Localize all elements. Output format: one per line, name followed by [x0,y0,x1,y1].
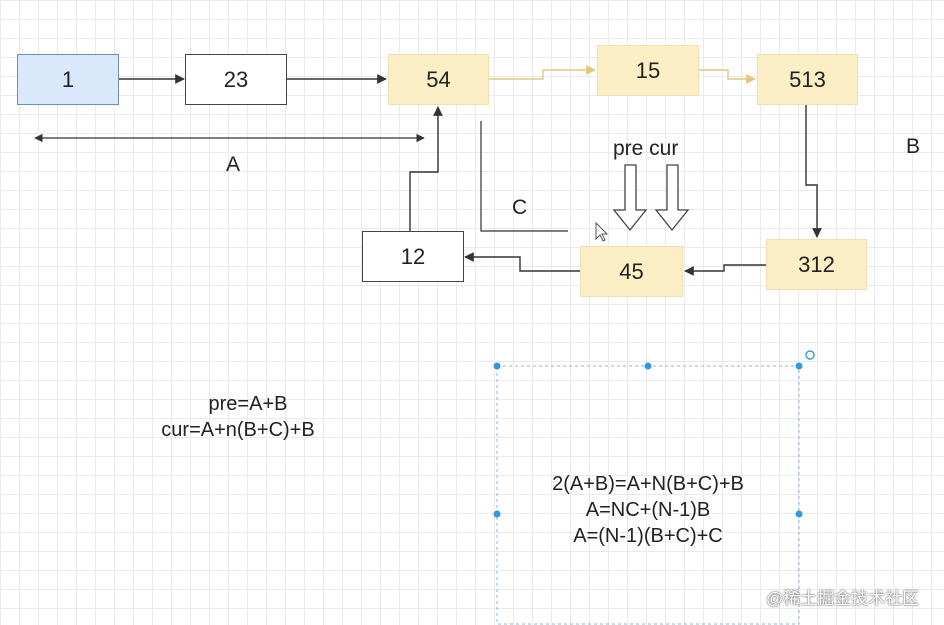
distance-c-line [480,121,568,232]
distance-c-label: C [512,196,528,219]
pre-cur-label: pre cur [613,137,679,160]
edge-54-15 [489,65,596,80]
edge-513-312 [805,103,822,238]
node-513[interactable]: 513 [757,54,858,105]
node-15[interactable]: 15 [597,45,699,96]
formula-line: 2(A+B)=A+N(B+C)+B [552,473,744,495]
formula-left-block: pre=A+B cur=A+n(B+C)+B [138,391,338,443]
formula-line: cur=A+n(B+C)+B [161,419,315,441]
node-23[interactable]: 23 [185,54,287,105]
mouse-cursor-icon [595,221,609,242]
edge-15-513 [699,69,756,84]
resize-handle-top-left[interactable] [493,362,501,370]
resize-handle-middle-left[interactable] [493,510,501,518]
rotate-handle-icon[interactable] [805,350,815,360]
node-45[interactable]: 45 [580,246,683,297]
pre-pointer-icon [612,164,648,232]
formula-line: A=(N-1)(B+C)+C [573,525,723,547]
node-1[interactable]: 1 [17,54,119,105]
edge-312-45 [684,264,766,276]
formula-line: pre=A+B [208,393,288,415]
edge-45-12 [464,252,580,272]
edge-12-54 [409,106,443,231]
watermark: @稀土掘金技术社区 [766,589,920,608]
node-312[interactable]: 312 [766,239,867,290]
cur-pointer-icon [654,164,690,232]
node-54[interactable]: 54 [388,54,489,105]
node-12[interactable]: 12 [362,231,464,282]
resize-handle-middle-right[interactable] [795,510,803,518]
formula-line: A=NC+(N-1)B [585,499,711,521]
resize-handle-top-center[interactable] [644,362,652,370]
formula-right-block[interactable]: 2(A+B)=A+N(B+C)+B A=NC+(N-1)B A=(N-1)(B+… [500,471,796,549]
distance-b-label: B [906,135,921,158]
resize-handle-top-right[interactable] [795,362,803,370]
distance-a-label: A [226,153,241,176]
